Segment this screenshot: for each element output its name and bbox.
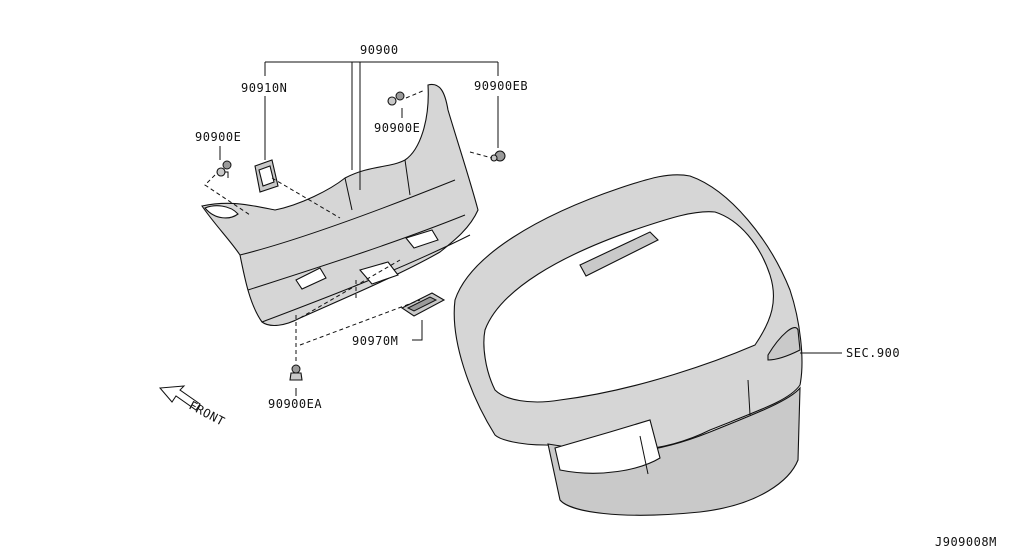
clip-90900EA (289, 364, 303, 381)
front-arrow-icon (158, 385, 201, 411)
back-door-panel (453, 174, 803, 516)
label-90900EA: 90900EA (268, 397, 322, 411)
label-sec-900: SEC.900 (846, 346, 900, 360)
clip-90900E-left (216, 160, 232, 178)
label-front: FRONT (187, 398, 228, 428)
leader-lines (204, 61, 842, 396)
label-90970M: 90970M (352, 334, 398, 348)
lamp-90970M (400, 292, 446, 317)
label-90900E-left: 90900E (195, 130, 241, 144)
label-90900EB: 90900EB (474, 79, 528, 93)
clip-90900EB (490, 150, 506, 162)
label-90910N: 90910N (241, 81, 287, 95)
door-finisher-panel (201, 83, 479, 327)
bracket-90910N (254, 159, 279, 193)
label-90900E-center: 90900E (374, 121, 420, 135)
diagram-code: J909008M (935, 535, 997, 549)
clip-90900E-center (387, 91, 405, 106)
label-90900: 90900 (360, 43, 399, 57)
